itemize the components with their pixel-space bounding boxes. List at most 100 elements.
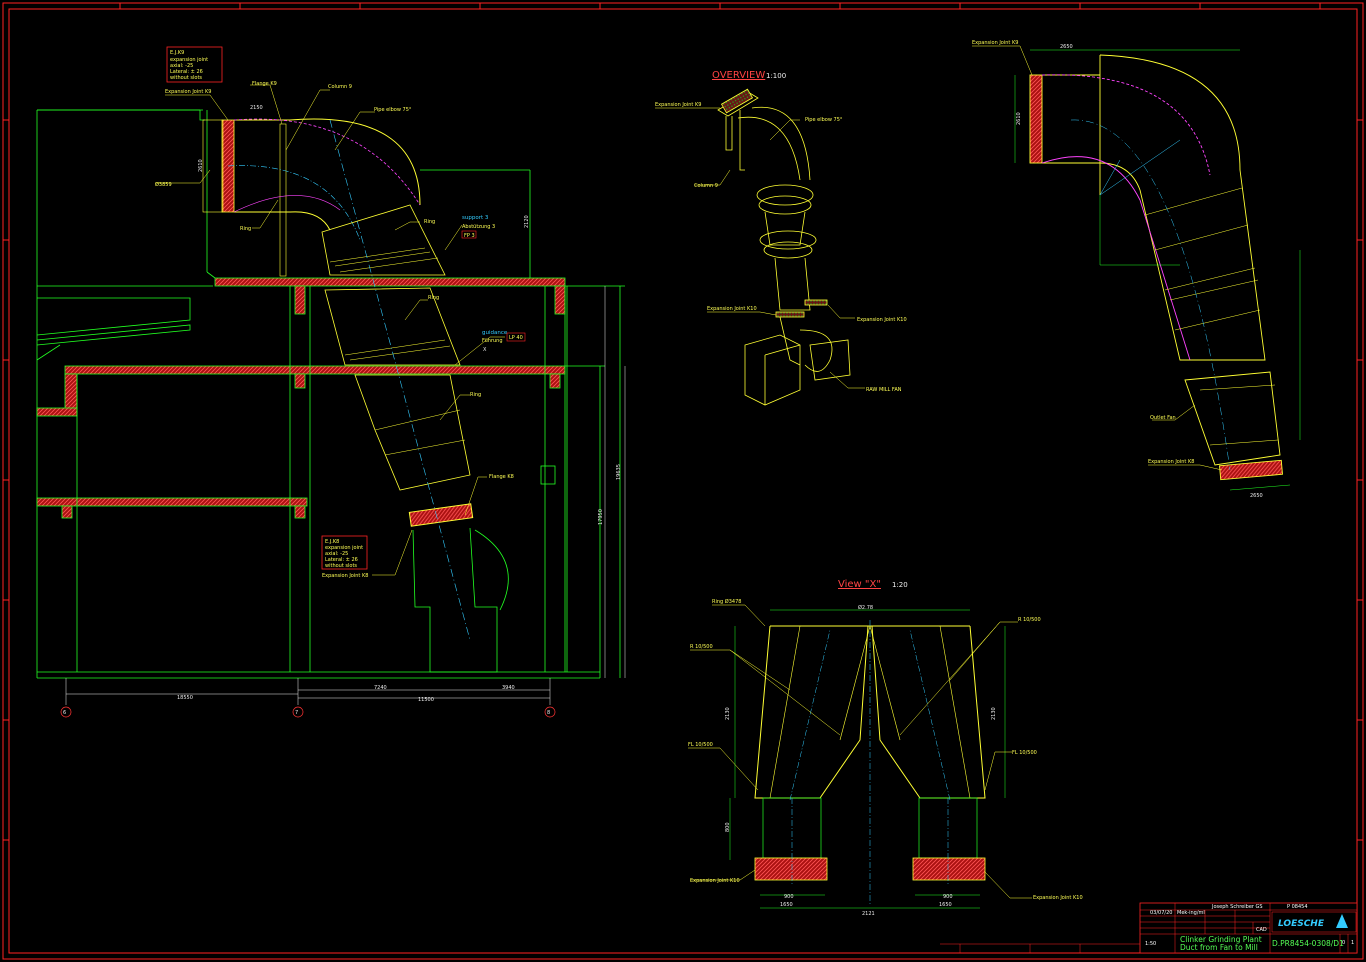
label-guidance-tag: LP 40 [509,335,523,341]
label-support: support 3 [462,215,489,221]
label-ring-3: Ring [428,295,439,301]
label-guidance: guidance [482,330,508,336]
overview-isometric [717,88,851,406]
tb-project-no: P 08454 [1287,904,1308,910]
label-diameter: Ø3859 [155,181,172,188]
tb-cad: CAD [1256,927,1267,933]
tb-date: 03/07/20 [1150,910,1172,916]
svg-text:axial: -25: axial: -25 [325,551,348,557]
leaders-left [155,84,505,576]
viewx-dim-1650r: 1650 [939,902,952,908]
viewx-label-ej-left: Expansion Joint K10 [690,878,740,884]
viewx-dim-2121: 2121 [862,911,875,917]
label-support-sub: Abstützung 3 [462,224,495,230]
elbow-detail-view: Expansion Joint K9 Outlet Fan Expansion … [972,40,1301,499]
svg-text:without slots: without slots [325,563,357,569]
viewx-title: View "X" [838,579,881,590]
tb-brand-logo: LOESCHE [1278,919,1325,929]
ov-label-ej-k9: Expansion Joint K9 [655,102,701,108]
elbow-label-ej-k8: Expansion Joint K8 [1148,459,1194,465]
label-ring-4: Ring [470,392,481,398]
dimension-lines [65,286,626,705]
svg-text:axial: -25: axial: -25 [170,63,193,69]
expansion-joint-k8 [408,503,474,527]
elbow-label-ej-k9: Expansion Joint K9 [972,40,1018,46]
viewx-label-r4: FL 10/500 [1012,750,1037,756]
label-ring-1: Ring [240,226,251,232]
elbow-dim-2650: 2650 [1060,44,1073,50]
grid-markers [60,706,556,718]
view-x: View "X" 1:20 [688,579,1083,917]
loesche-logo-icon [1336,914,1348,928]
label-column-9: Column 9 [328,84,352,90]
section-view: 6 7 8 18550 7240 11500 3940 19635 17950 … [36,46,626,718]
expansion-joint-k8-right [1219,459,1283,481]
svg-text:E.J.K9: E.J.K9 [170,50,184,56]
expansion-joint-k9-right [1029,74,1043,164]
title-block: Joseph Schreiber GS P 08454 03/07/20 Mek… [940,902,1358,954]
building-structure [36,109,625,679]
overview-title: OVERVIEW [712,70,765,81]
dim-3940: 3940 [502,685,515,691]
viewx-dim-left: 2130 [725,707,731,720]
viewx-label-r2: R 10/500 [1018,617,1041,623]
viewx-label-r1: R 10/500 [690,644,713,650]
label-guidance-sub: Führung [482,338,503,344]
label-ring-2: Ring [424,219,435,225]
duct-assembly [202,118,509,673]
ov-label-ej-k10: Expansion Joint K10 [707,306,757,312]
viewx-dim-top: Ø2.78 [858,604,873,611]
viewx-ej-right [912,857,986,881]
dim-2120: 2120 [524,215,530,228]
tb-title-2: Duct from Fan to Mill [1180,943,1258,952]
overview-scale: 1:100 [766,72,786,80]
dim-19635: 19635 [616,464,622,480]
grid-label-8: 8 [547,710,550,716]
viewx-label-ej-right: Expansion Joint K10 [1033,895,1083,901]
dim-3859: 2610 [198,159,204,172]
viewx-scale: 1:20 [892,581,908,589]
label-support-tag: FP 3 [464,233,475,239]
viewx-dim-900l: 900 [784,894,794,900]
viewx-label-r3: FL 10/500 [688,742,713,748]
ov-label-column-9: Column 9 [694,183,718,189]
label-flange-k8: Flange K8 [489,474,514,480]
elbow-dim-2650b: 2650 [1250,493,1263,499]
svg-text:expansion joint: expansion joint [325,545,363,551]
dim-7240: 7240 [374,685,387,691]
svg-text:Lateral: ± 26: Lateral: ± 26 [325,557,358,563]
label-flange-k9: Flange K9 [252,81,277,87]
grid-label-6: 6 [63,710,66,716]
label-expansion-joint-k9-left: Expansion Joint K9 [165,89,211,95]
viewx-dim-1650l: 1650 [780,902,793,908]
svg-text:expansion joint: expansion joint [170,57,208,63]
tb-rev: 0 [1342,940,1345,946]
label-pipe-elbow: Pipe elbow 75° [374,107,412,113]
viewx-dim-right: 2130 [991,707,997,720]
label-expansion-joint-k8-left: Expansion Joint K8 [322,573,368,579]
viewx-label-ring: Ring Ø3478 [712,598,741,605]
dim-11500: 11500 [418,697,434,703]
dim-2150: 2150 [250,105,263,111]
viewx-dim-stub: 800 [725,822,731,832]
svg-text:without slots: without slots [170,75,202,81]
grid-label-7: 7 [295,710,298,716]
ov-label-pipe-elbow: Pipe elbow 75° [805,117,843,123]
elbow-dim-2610: 2610 [1016,112,1022,125]
svg-text:E.J.K8: E.J.K8 [325,539,339,545]
elbow-label-outlet-fan: Outlet Fan [1150,415,1176,421]
dim-18550: 18550 [177,695,193,701]
note-ej-k9: E.J.K9 expansion joint axial: -25 Latera… [166,46,223,83]
tb-title-1: Clinker Grinding Plant [1180,935,1262,944]
ov-label-ej-k10-2: Expansion Joint K10 [857,317,907,323]
tb-checked: Mek-ing/ml [1177,910,1205,916]
tb-scale: 1:50 [1145,941,1156,947]
ov-label-raw-mill-fan: RAW MILL FAN [866,387,902,393]
svg-text:Lateral: ± 26: Lateral: ± 26 [170,69,203,75]
overview-view: OVERVIEW 1:100 [655,70,907,406]
viewx-dim-900r: 900 [943,894,953,900]
tb-drawing-no: D.PR8454-0308/D1 [1272,939,1344,948]
viewx-ej-left [754,857,828,881]
